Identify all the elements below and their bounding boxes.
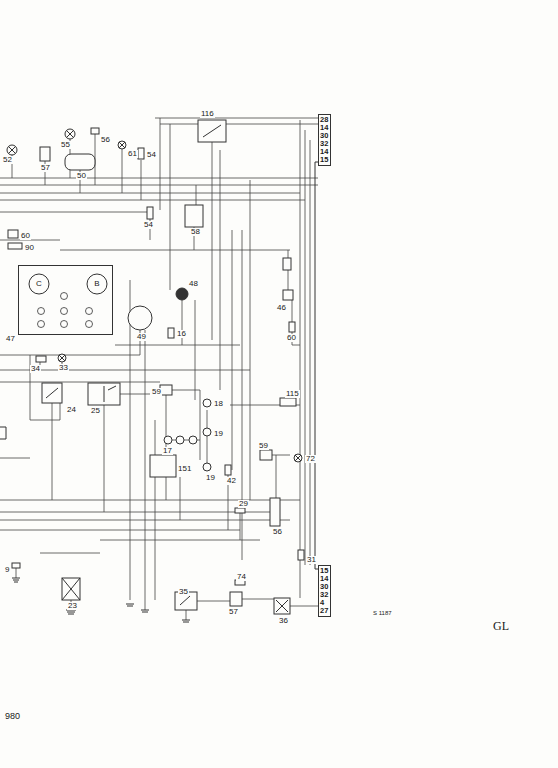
connector-block: 15143032427 (318, 565, 331, 617)
callout-number: 57 (40, 164, 51, 172)
page-mark: S 1187 (372, 610, 393, 616)
callout-number: 9 (4, 566, 10, 574)
callout-number: 52 (2, 156, 13, 164)
callout-number: 55 (60, 141, 71, 149)
wire-connector (315, 162, 318, 569)
callout-number: 60 (20, 232, 31, 240)
callout-number: 116 (200, 110, 215, 118)
gauge-circle: C (28, 273, 50, 295)
pin-number: 30 (320, 583, 329, 591)
pin-number: 14 (320, 148, 329, 156)
callout-number: 36 (278, 617, 289, 625)
callout-number: 46 (276, 304, 287, 312)
callout-number: 74 (236, 573, 247, 581)
wires (0, 118, 318, 620)
pin-number: 32 (320, 140, 329, 148)
callout-number: 90 (24, 244, 35, 252)
callout-number: 19 (205, 474, 216, 482)
callout-number: 58 (190, 228, 201, 236)
callout-number: 25 (90, 407, 101, 415)
callout-number: 47 (6, 335, 15, 343)
callout-number: 60 (286, 334, 297, 342)
pin-number: 14 (320, 124, 329, 132)
ground-symbols (12, 578, 190, 622)
callout-number: 19 (213, 430, 224, 438)
gauge-circle: B (86, 273, 108, 295)
callout-number: 24 (66, 406, 77, 414)
pin-number: 15 (320, 156, 329, 164)
callout-number: 59 (258, 442, 269, 450)
callout-number: 59 (151, 388, 162, 396)
component-symbols (0, 120, 304, 614)
callout-number: 54 (143, 221, 154, 229)
callout-number: 115 (285, 390, 300, 398)
callout-number: 72 (305, 455, 316, 463)
gauge-letter: B (94, 280, 99, 288)
callout-number: 29 (238, 500, 249, 508)
callout-number: 33 (58, 364, 69, 372)
pin-number: 28 (320, 116, 329, 124)
callout-number: 18 (213, 400, 224, 408)
pin-number: 32 (320, 591, 329, 599)
pin-number: 4 (320, 599, 329, 607)
page-mark: 980 (4, 712, 21, 721)
callout-number: 56 (100, 136, 111, 144)
connector-block: 281430321415 (318, 114, 331, 166)
callout-number: 54 (146, 151, 157, 159)
callout-number: 42 (226, 477, 237, 485)
pin-number: 15 (320, 567, 329, 575)
callout-number: 31 (306, 556, 317, 564)
callout-number: 23 (67, 602, 78, 610)
callout-number: 17 (162, 447, 173, 455)
instrument-cluster: 47CB (18, 265, 113, 335)
page-mark: GL (492, 620, 510, 632)
pin-number: 14 (320, 575, 329, 583)
callout-number: 49 (136, 333, 147, 341)
callout-number: 35 (178, 588, 189, 596)
callout-number: 16 (176, 330, 187, 338)
callout-number: 34 (30, 365, 41, 373)
pin-number: 30 (320, 132, 329, 140)
callout-number: 56 (272, 528, 283, 536)
callout-number: 50 (76, 172, 87, 180)
callout-number: 48 (188, 280, 199, 288)
callout-number: 151 (177, 465, 192, 473)
gauge-letter: C (36, 280, 42, 288)
callout-number: 61 (127, 150, 138, 158)
pin-number: 27 (320, 607, 329, 615)
callout-number: 57 (228, 608, 239, 616)
